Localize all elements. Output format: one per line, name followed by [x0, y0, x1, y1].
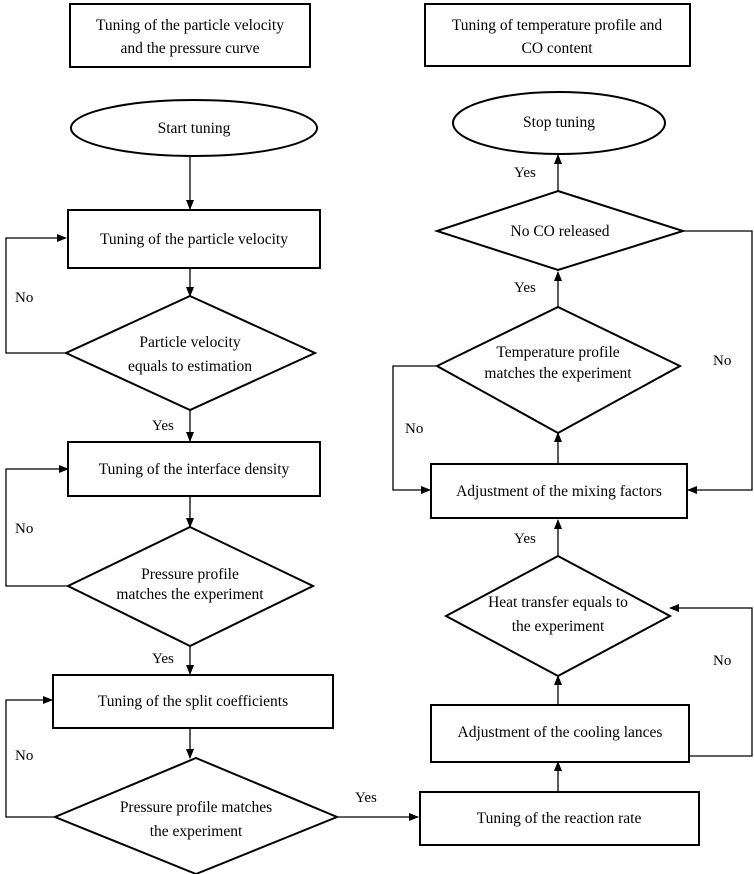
adjust-cooling-node: Adjustment of the cooling lances — [430, 704, 690, 763]
connectors — [5, 154, 753, 821]
label-no-velocity: No — [15, 290, 33, 306]
label-no-temp: No — [405, 421, 423, 437]
start-node: Start tuning — [70, 99, 318, 157]
svg-text:Temperature profile: Temperature profile — [496, 344, 619, 361]
label-no-heat: No — [713, 653, 731, 669]
label-yes-temp: Yes — [514, 280, 536, 296]
arrow-pressure2-no-loop — [5, 696, 55, 818]
svg-text:Tuning of temperature profile: Tuning of temperature profile and — [452, 17, 663, 34]
label-yes-pressure-2: Yes — [355, 790, 377, 806]
svg-text:Tuning of the split coefficien: Tuning of the split coefficients — [98, 693, 288, 710]
svg-text:No CO released: No CO released — [511, 223, 610, 240]
edge-labels: No Yes No Yes No Yes No Yes No Yes No Ye… — [15, 165, 731, 806]
label-yes-velocity: Yes — [152, 418, 174, 434]
label-no-pressure-2: No — [15, 748, 33, 764]
label-yes-heat: Yes — [514, 531, 536, 547]
svg-text:the experiment: the experiment — [512, 618, 605, 635]
svg-text:Tuning of the particle velocit: Tuning of the particle velocity — [100, 231, 288, 248]
svg-text:Stop tuning: Stop tuning — [523, 114, 595, 131]
svg-text:Start tuning: Start tuning — [158, 120, 231, 137]
arrow-temp-no-loop — [392, 365, 437, 494]
header-left: Tuning of the particle velocity and the … — [69, 3, 311, 68]
svg-text:Particle velocity: Particle velocity — [139, 334, 240, 351]
svg-text:Heat transfer equals to: Heat transfer equals to — [488, 594, 628, 611]
label-yes-pressure-1: Yes — [152, 651, 174, 667]
tune-reaction-node: Tuning of the reaction rate — [419, 791, 700, 846]
svg-text:Pressure profile matches: Pressure profile matches — [120, 799, 272, 816]
co-check-decision: No CO released — [433, 189, 687, 272]
tune-velocity-node: Tuning of the particle velocity — [67, 209, 321, 269]
heat-check-decision: Heat transfer equals to the experiment — [443, 554, 673, 678]
svg-text:Adjustment of the cooling lanc: Adjustment of the cooling lances — [458, 724, 663, 741]
stop-node: Stop tuning — [452, 91, 666, 155]
label-no-pressure-1: No — [15, 521, 33, 537]
pressure-check-2-decision: Pressure profile matches the experiment — [52, 756, 340, 874]
svg-text:matches the experiment: matches the experiment — [484, 365, 632, 382]
svg-text:CO content: CO content — [521, 40, 593, 57]
svg-text:equals to estimation: equals to estimation — [128, 358, 252, 375]
velocity-check-decision: Particle velocity equals to estimation — [63, 294, 318, 412]
svg-text:Adjustment of the mixing facto: Adjustment of the mixing factors — [456, 483, 662, 500]
header-right: Tuning of temperature profile and CO con… — [424, 3, 691, 67]
arrow-velocity-no-loop — [5, 234, 67, 354]
svg-text:Tuning of the particle velocit: Tuning of the particle velocity — [96, 17, 284, 34]
svg-text:Tuning of the reaction rate: Tuning of the reaction rate — [477, 810, 642, 827]
adjust-mixing-node: Adjustment of the mixing factors — [430, 463, 688, 519]
pressure-check-1-decision: Pressure profile matches the experiment — [65, 525, 316, 648]
arrow-heat-no-loop — [669, 604, 753, 757]
svg-text:the experiment: the experiment — [150, 823, 243, 840]
tune-interface-node: Tuning of the interface density — [67, 441, 321, 497]
arrow-pressure1-no-loop — [5, 465, 69, 587]
svg-text:and the pressure curve: and the pressure curve — [120, 40, 259, 57]
tune-split-node: Tuning of the split coefficients — [52, 674, 334, 729]
temp-check-decision: Temperature profile matches the experime… — [434, 305, 683, 435]
arrow-co-no-loop — [683, 230, 753, 494]
label-no-co: No — [713, 353, 731, 369]
svg-text:matches the experiment: matches the experiment — [116, 586, 264, 603]
label-yes-co: Yes — [514, 165, 536, 181]
svg-text:Tuning of the interface densit: Tuning of the interface density — [99, 461, 290, 478]
svg-text:Pressure profile: Pressure profile — [141, 566, 239, 583]
